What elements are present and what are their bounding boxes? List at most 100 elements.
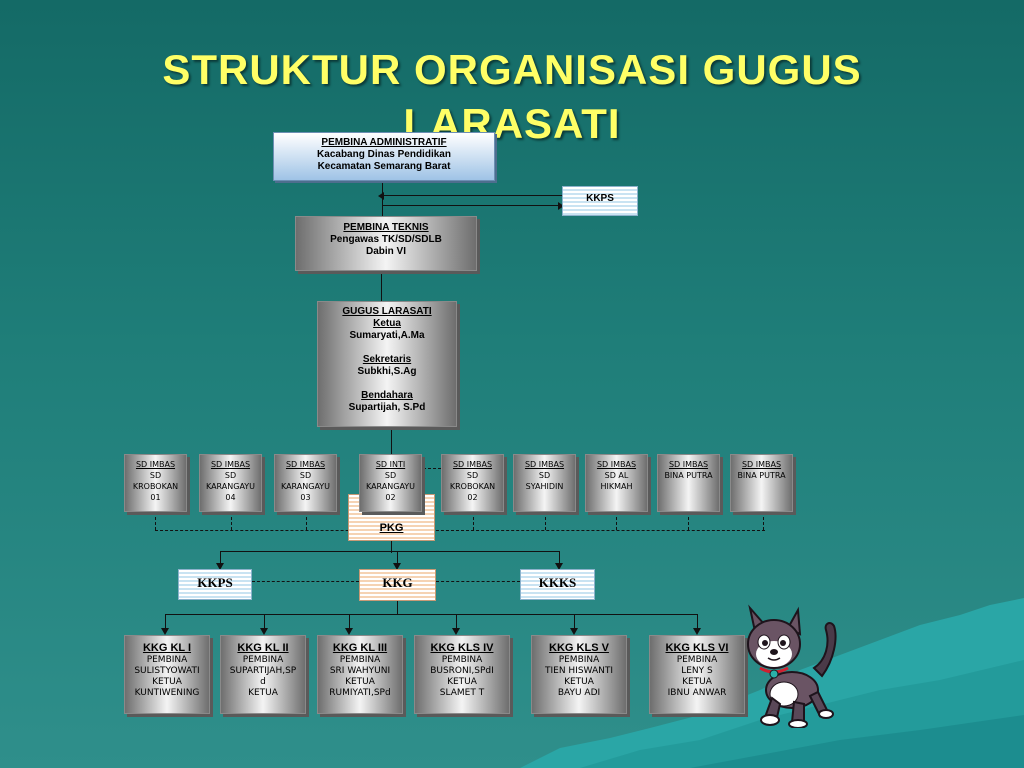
school-box: SD IMBAS BINA PUTRA [730, 454, 793, 512]
kkg-group-box: KKG KLS VI PEMBINA LENY S KETUA IBNU ANW… [649, 635, 745, 714]
kkg-group-line: SLAMET T [439, 688, 485, 698]
school-type: SD IMBAS [452, 460, 493, 469]
kkg-group-line: SUPARTIJAH,SP [229, 666, 297, 676]
kkps-top-label: KKPS [586, 193, 614, 204]
cartoon-cat-icon [747, 604, 837, 728]
kkg-group-box: KKG KL III PEMBINA SRI WAHYUNI KETUA RUM… [317, 635, 403, 714]
kkg-group-line: BUSRONI,SPdI [430, 666, 494, 676]
school-line: SD AL [604, 471, 629, 480]
kkg-group-line: KETUA [564, 677, 594, 687]
school-type: SD IMBAS [596, 460, 637, 469]
connector [349, 614, 350, 630]
kkps-top-box: KKPS [562, 186, 638, 216]
gugus-larasati-box: GUGUS LARASATI Ketua Sumaryati,A.Ma Sekr… [317, 301, 457, 427]
school-line: SD [538, 471, 551, 480]
school-line: KARANGAYU [205, 482, 256, 491]
school-line: KARANGAYU [280, 482, 331, 491]
kkg-group-line: KETUA [248, 688, 278, 698]
kkg-group-title: KKG KL I [142, 642, 192, 654]
dashed-connector [306, 512, 307, 530]
kkg-group-line: KETUA [447, 677, 477, 687]
arrow-down-icon [570, 628, 578, 635]
bendahara-name: Supartijah, S.Pd [348, 402, 426, 413]
connector [220, 551, 560, 552]
kkks-label: KKKS [538, 575, 577, 590]
school-box: SD IMBAS SD KARANGAYU 04 [199, 454, 262, 512]
arrow-down-icon [693, 628, 701, 635]
kkg-group-line: d [260, 677, 266, 687]
school-line: KROBOKAN [132, 482, 179, 491]
connector [382, 195, 562, 196]
kkg-group-line: PEMBINA [676, 655, 718, 665]
kkg-group-line: KETUA [152, 677, 182, 687]
kkg-group-line: KUNTIWENING [134, 688, 200, 698]
kkg-group-title: KKG KLS VI [665, 642, 729, 654]
dashed-connector [155, 512, 156, 530]
kkg-group-box: KKG KL I PEMBINA SULISTYOWATI KETUA KUNT… [124, 635, 210, 714]
school-line: SD [466, 471, 479, 480]
kkg-group-box: KKG KLS V PEMBINA TIEN HISWANTI KETUA BA… [531, 635, 627, 714]
arrow-left-icon [378, 192, 384, 200]
kkps-mid-box: KKPS [178, 569, 252, 600]
school-line: KARANGAYU [365, 482, 416, 491]
dashed-connector [231, 512, 232, 530]
pembina-teknis-title: PEMBINA TEKNIS [343, 222, 429, 233]
arrow-down-icon [555, 563, 563, 570]
school-line: 01 [150, 493, 161, 502]
school-line: SD [299, 471, 312, 480]
dashed-connector [252, 581, 359, 582]
kkg-group-line: KETUA [682, 677, 712, 687]
dashed-connector [436, 581, 520, 582]
school-line: SD [384, 471, 397, 480]
school-box: SD IMBAS SD SYAHIDIN [513, 454, 576, 512]
kkg-group-line: LENY S [681, 666, 713, 676]
dashed-connector [423, 468, 441, 469]
kkg-group-line: PEMBINA [558, 655, 600, 665]
kkg-label: KKG [382, 575, 413, 590]
kkg-group-line: PEMBINA [242, 655, 284, 665]
kkg-group-line: PEMBINA [441, 655, 483, 665]
arrow-down-icon [260, 628, 268, 635]
school-line: SD [149, 471, 162, 480]
school-line: SD [224, 471, 237, 480]
sekretaris-name: Subkhi,S.Ag [357, 366, 417, 377]
school-line: 04 [225, 493, 236, 502]
dashed-connector [688, 512, 689, 530]
dashed-connector [473, 512, 474, 530]
school-box: SD IMBAS SD AL HIKMAH [585, 454, 648, 512]
connector [559, 551, 560, 565]
pembina-admin-line1: Kacabang Dinas Pendidikan [317, 149, 451, 160]
arrow-down-icon [161, 628, 169, 635]
connector [391, 541, 392, 553]
kkg-group-box: KKG KLS IV PEMBINA BUSRONI,SPdI KETUA SL… [414, 635, 510, 714]
school-box: SD IMBAS SD KARANGAYU 03 [274, 454, 337, 512]
pkg-label: PKG [379, 522, 404, 534]
kkks-box: KKKS [520, 569, 595, 600]
gugus-title: GUGUS LARASATI [342, 306, 432, 317]
slide-title-line1: STRUKTUR ORGANISASI GUGUS [162, 46, 862, 93]
connector [391, 427, 392, 455]
connector [397, 551, 398, 565]
kkg-group-title: KKG KLS V [549, 642, 609, 654]
kkg-group-line: BAYU ADI [557, 688, 601, 698]
arrow-down-icon [393, 563, 401, 570]
dashed-connector [616, 512, 617, 530]
arrow-down-icon [345, 628, 353, 635]
arrow-down-icon [452, 628, 460, 635]
pembina-administratif-box: PEMBINA ADMINISTRATIF Kacabang Dinas Pen… [273, 132, 495, 181]
school-type: SD IMBAS [524, 460, 565, 469]
school-line: 02 [385, 493, 396, 502]
ketua-label: Ketua [373, 318, 401, 329]
connector [456, 614, 457, 630]
connector [220, 551, 221, 565]
school-line: 02 [467, 493, 478, 502]
arrow-down-icon [216, 563, 224, 570]
connector [382, 205, 562, 206]
dashed-connector [545, 512, 546, 530]
school-type: SD IMBAS [210, 460, 251, 469]
kkg-group-line: IBNU ANWAR [667, 688, 727, 698]
kkg-group-title: KKG KL III [332, 642, 388, 654]
connector [165, 614, 166, 630]
pembina-teknis-box: PEMBINA TEKNIS Pengawas TK/SD/SDLB Dabin… [295, 216, 477, 271]
